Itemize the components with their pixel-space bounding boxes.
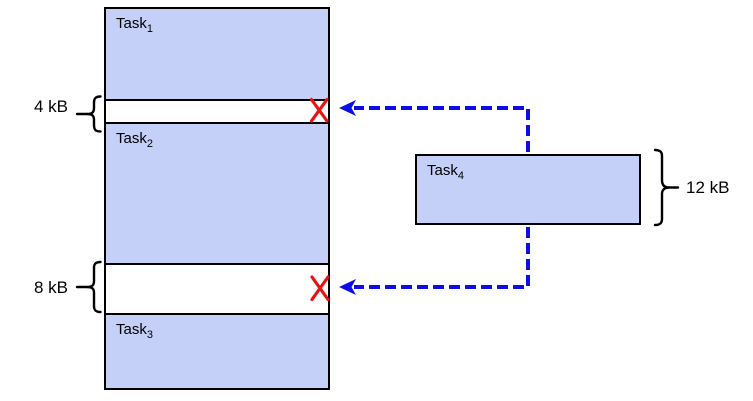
task4-block: Task4: [415, 154, 641, 225]
brace-8kb: [75, 260, 102, 314]
task1-block: Task1: [104, 7, 330, 101]
brace-4kb: [75, 95, 102, 133]
task4-size-label: 12 kB: [686, 178, 730, 197]
task3-label: Task3: [116, 321, 153, 341]
arrowhead-left-icon: [339, 100, 356, 116]
arrow-to-4kb-gap: [339, 100, 530, 152]
task3-block: Task3: [104, 313, 330, 390]
gap-4kb-size-label: 4 kB: [33, 97, 68, 116]
free-gap-4kb: [104, 99, 330, 124]
arrow-to-8kb-gap: [339, 227, 530, 295]
task4-label: Task4: [427, 162, 464, 182]
arrowhead-left-icon: [339, 279, 356, 295]
task2-label: Task2: [116, 130, 153, 150]
task1-label: Task1: [116, 15, 153, 35]
brace-12kb: [653, 148, 680, 227]
free-gap-8kb: [104, 263, 330, 315]
task2-block: Task2: [104, 122, 330, 265]
gap-8kb-size-label: 8 kB: [33, 278, 68, 297]
